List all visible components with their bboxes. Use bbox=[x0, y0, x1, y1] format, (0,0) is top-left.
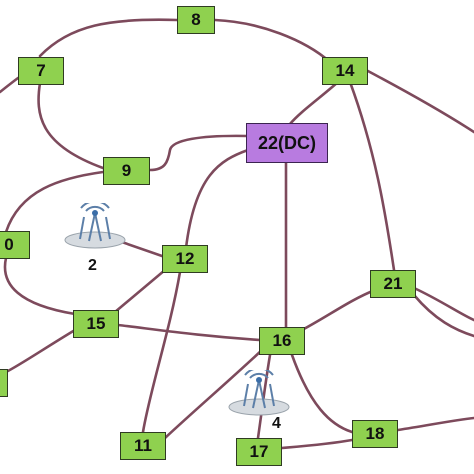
edge-9-0 bbox=[4, 170, 105, 234]
node-11[interactable]: 11 bbox=[120, 432, 166, 460]
edge-7-left bbox=[0, 76, 20, 94]
edge-15-16 bbox=[116, 323, 262, 342]
edge-16-11 bbox=[163, 348, 264, 440]
tower-label-2: 2 bbox=[88, 257, 97, 274]
edge-0-15 bbox=[3, 256, 77, 316]
node-9[interactable]: 9 bbox=[103, 157, 150, 185]
edge-14-22 bbox=[288, 80, 340, 126]
edge-21-lower bbox=[412, 293, 474, 338]
tower-label-4: 4 bbox=[272, 415, 281, 432]
wireless-tower-icon-2 bbox=[64, 203, 126, 249]
edge-14-21 bbox=[348, 80, 396, 272]
edge-7-9 bbox=[37, 81, 105, 170]
edge-8-7 bbox=[38, 18, 179, 58]
node-15[interactable]: 15 bbox=[73, 310, 119, 338]
node-16[interactable]: 16 bbox=[259, 327, 305, 355]
edge-15-left bbox=[4, 328, 77, 374]
node-0[interactable]: 0 bbox=[0, 231, 30, 259]
edge-8-14 bbox=[213, 18, 332, 64]
edge-21-right bbox=[412, 286, 474, 322]
node-14[interactable]: 14 bbox=[322, 57, 368, 85]
node-7[interactable]: 7 bbox=[18, 57, 64, 85]
edge-16-21 bbox=[300, 288, 377, 332]
node-8[interactable]: 8 bbox=[177, 6, 215, 34]
edge-12-15 bbox=[113, 268, 167, 314]
edge-17-18 bbox=[280, 438, 354, 450]
wireless-tower-icon-4 bbox=[228, 370, 290, 416]
node-left-partial[interactable] bbox=[0, 369, 8, 397]
edge-18-right bbox=[396, 416, 474, 432]
node-18[interactable]: 18 bbox=[352, 420, 398, 448]
node-22-dc[interactable]: 22(DC) bbox=[246, 123, 328, 163]
edge-12-11 bbox=[141, 270, 182, 434]
node-12[interactable]: 12 bbox=[162, 245, 208, 273]
edge-22-12 bbox=[184, 148, 250, 250]
edge-14-right bbox=[364, 68, 474, 134]
node-17[interactable]: 17 bbox=[236, 438, 282, 466]
node-21[interactable]: 21 bbox=[370, 270, 416, 298]
edge-16-18 bbox=[290, 353, 354, 434]
edge-9-22 bbox=[148, 134, 250, 172]
